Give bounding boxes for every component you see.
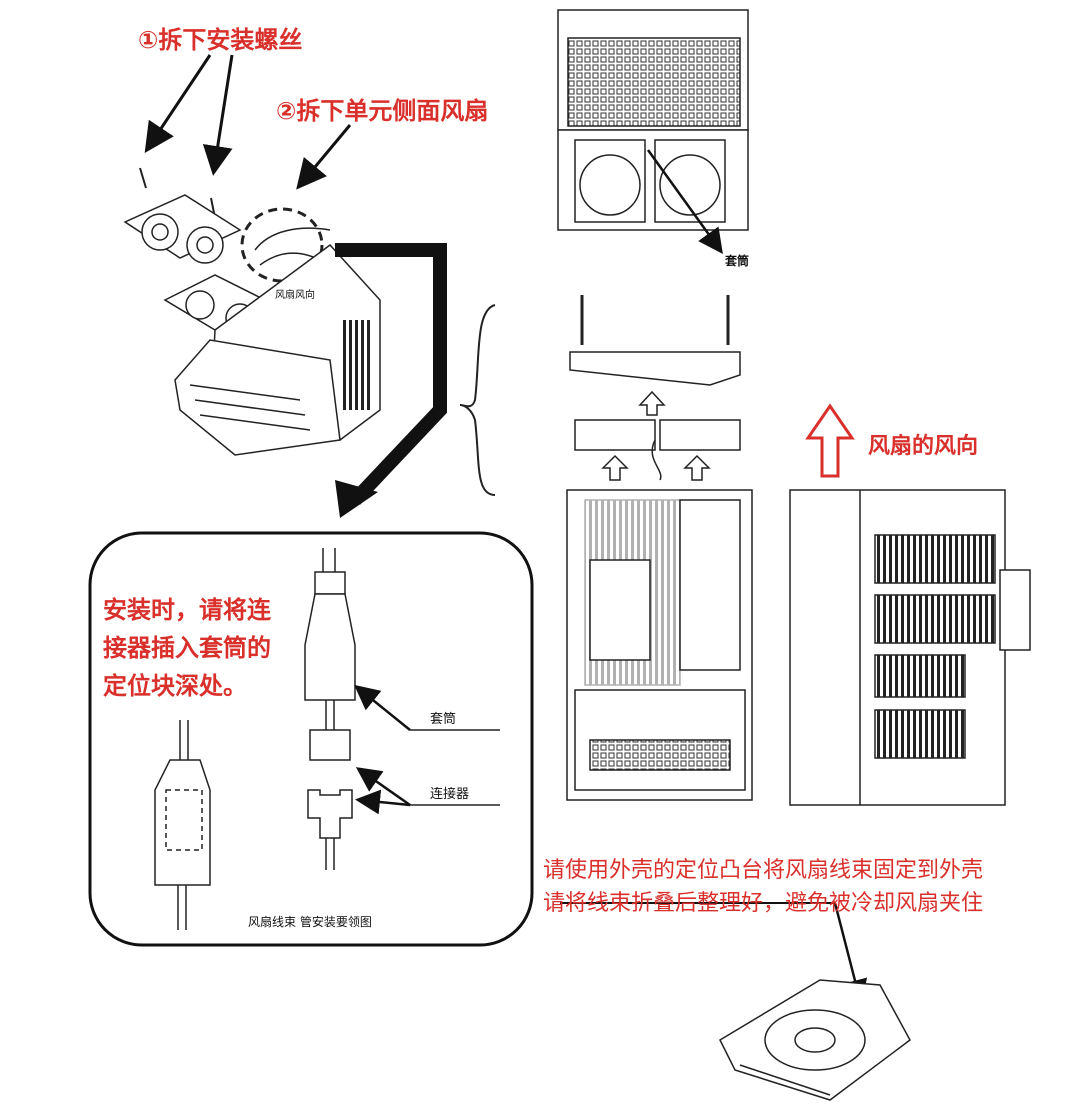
sleeve-top-label: 套筒 xyxy=(725,254,750,268)
unit-side-view xyxy=(789,489,1031,806)
bottom-note-line2: 请将线束折叠后整理好，避免被冷却风扇夹住 xyxy=(543,891,984,916)
step1-label: ①拆下安装螺丝 xyxy=(138,26,303,54)
connector-detail xyxy=(154,548,500,930)
fan-tray xyxy=(719,979,911,1101)
install-note-line2: 接器插入套筒的 xyxy=(103,634,271,662)
detail-box xyxy=(88,531,534,947)
fan-airflow-label: 风扇的风向 xyxy=(868,434,979,459)
bottom-note-line1: 请使用外壳的定位凸台将风扇线束固定到外壳 xyxy=(543,858,984,883)
fan-removal-illustration xyxy=(123,54,381,456)
fan-airflow-arrow xyxy=(805,403,855,478)
fan-direction-small-label: 风扇风向 xyxy=(275,290,315,301)
detail-caption: 风扇线束 管安装要领图 xyxy=(248,915,372,929)
install-note-line1: 安装时，请将连 xyxy=(103,596,271,624)
unit-top-view xyxy=(557,9,749,255)
fan-cover-exploded xyxy=(569,295,741,481)
unit-front-view xyxy=(566,489,753,801)
sleeve-detail-label: 套筒 xyxy=(430,712,457,727)
connector-detail-label: 连接器 xyxy=(430,787,470,802)
install-note-line3: 定位块深处。 xyxy=(103,672,247,700)
step2-label: ②拆下单元侧面风扇 xyxy=(276,97,489,125)
big-arrow xyxy=(335,243,447,505)
bracket xyxy=(459,304,496,496)
